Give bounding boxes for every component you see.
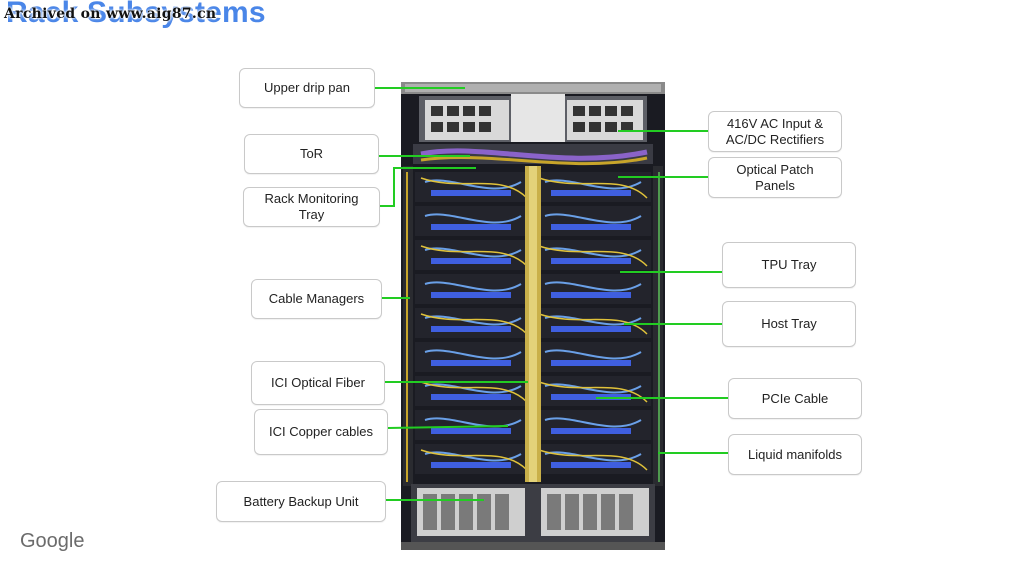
slide-title: Rack Subsystems xyxy=(6,0,266,29)
label-upper-drip-pan: Upper drip pan xyxy=(239,68,375,108)
label-host-tray: Host Tray xyxy=(722,301,856,347)
rack-illustration xyxy=(401,82,665,550)
label-pcie-cable: PCIe Cable xyxy=(728,378,862,419)
label-optical-patch-panels: Optical Patch Panels xyxy=(708,157,842,198)
label-ici-copper-cables: ICI Copper cables xyxy=(254,409,388,455)
watermark-text: Archived on www.aig87.cn xyxy=(4,6,217,22)
label-ici-optical-fiber: ICI Optical Fiber xyxy=(251,361,385,405)
label-ac-input-rectifiers: 416V AC Input & AC/DC Rectifiers xyxy=(708,111,842,152)
connector-ici-copper-cables xyxy=(387,425,509,429)
google-logo-text: Google xyxy=(20,530,85,552)
connector-rack-monitoring-tray xyxy=(380,167,476,207)
label-battery-backup-unit: Battery Backup Unit xyxy=(216,481,386,522)
label-liquid-manifolds: Liquid manifolds xyxy=(728,434,862,475)
label-tor: ToR xyxy=(244,134,379,174)
label-rack-monitoring-tray: Rack Monitoring Tray xyxy=(243,187,380,227)
label-cable-managers: Cable Managers xyxy=(251,279,382,319)
label-tpu-tray: TPU Tray xyxy=(722,242,856,288)
rack-photo xyxy=(401,82,665,550)
